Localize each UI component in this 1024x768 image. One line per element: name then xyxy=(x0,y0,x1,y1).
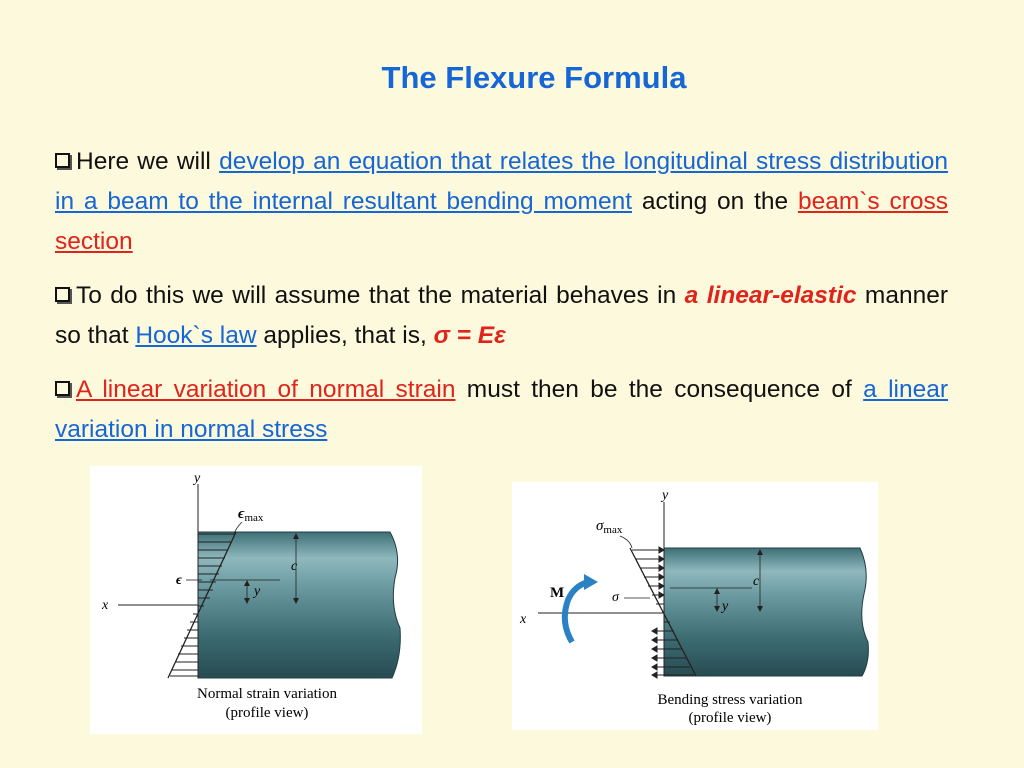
checkbox-bullet-icon xyxy=(55,153,70,168)
strain-diagram: y x ϵmax ϵ c y Normal strain variation (… xyxy=(101,471,401,721)
moment-arrow-icon xyxy=(561,579,589,644)
checkbox-bullet-icon xyxy=(55,287,70,302)
smax-leader xyxy=(619,535,633,549)
stress-line xyxy=(629,547,697,677)
x-axis-label: x xyxy=(519,612,527,627)
x-axis-label: x xyxy=(101,598,109,613)
stress-diagram: y x σmax σ M c y Bending stress variatio… xyxy=(519,488,869,726)
emax-label: ϵmax xyxy=(238,506,264,524)
y-dimension-label: y xyxy=(252,584,261,599)
s-label: σ xyxy=(612,590,620,605)
figure-strain-variation: y x ϵmax ϵ c y Normal strain variation (… xyxy=(90,466,422,734)
y-axis-label: y xyxy=(660,488,669,503)
strain-line xyxy=(167,531,237,679)
checkbox-bullet-icon xyxy=(55,381,70,396)
c-arrow-top xyxy=(757,549,763,555)
strain-hatch-lines xyxy=(170,533,234,677)
beam-body xyxy=(197,531,401,679)
bullet-1-text-a: Here we will xyxy=(76,148,220,175)
emax-leader xyxy=(233,521,243,535)
y-arrow-bottom xyxy=(714,606,720,612)
moment-label: M xyxy=(550,585,564,601)
slide-title: The Flexure Formula xyxy=(381,60,687,95)
bullet-1-link-cross-section[interactable]: beam`s cross section xyxy=(55,188,948,255)
bullet-2-emphasis-formula: σ = Eε xyxy=(433,322,506,349)
y-axis-label: y xyxy=(192,471,201,486)
bullet-2-link-hooks-law[interactable]: Hook`s law xyxy=(135,322,257,349)
bullet-list: Here we will develop an equation that re… xyxy=(55,142,948,464)
y-arrow-top xyxy=(244,580,250,586)
moment-arrowhead xyxy=(584,574,598,590)
bullet-2: To do this we will assume that the mater… xyxy=(55,276,948,356)
bullet-2-text-c: applies, that is, xyxy=(256,322,434,349)
figure-stress-variation: y x σmax σ M c y Bending stress variatio… xyxy=(512,482,878,730)
beam-body xyxy=(663,547,869,677)
y-arrow-bottom xyxy=(244,598,250,604)
fig2-caption-line2: (profile view) xyxy=(689,710,772,726)
bullet-3-link-strain[interactable]: A linear variation of normal strain xyxy=(76,376,456,403)
e-label: ϵ xyxy=(176,573,183,588)
bullet-3: A linear variation of normal strain must… xyxy=(55,370,948,450)
bullet-3-text-a: must then be the consequence of xyxy=(455,376,864,403)
fig1-caption-line2: (profile view) xyxy=(226,705,309,721)
fig2-caption-line1: Bending stress variation xyxy=(658,692,803,708)
c-arrow-bottom xyxy=(293,598,299,604)
bullet-2-emphasis-linear-elastic: a linear-elastic xyxy=(684,282,857,309)
bullet-1-text-b: acting on the xyxy=(632,188,798,215)
c-label: c xyxy=(291,559,298,574)
c-arrow-bottom xyxy=(757,606,763,612)
bullet-3-link-stress[interactable]: a linear variation in normal stress xyxy=(55,376,949,443)
bullet-2-text-b: manner so that xyxy=(55,282,948,349)
c-arrow-top xyxy=(293,533,299,539)
smax-label: σmax xyxy=(596,518,623,536)
bullet-2-text-a: To do this we will assume that the mater… xyxy=(76,282,685,309)
c-label: c xyxy=(753,574,760,589)
y-dimension-label: y xyxy=(720,599,729,614)
bullet-1-link-equation[interactable]: develop an equation that relates the lon… xyxy=(55,148,948,215)
fig1-caption-line1: Normal strain variation xyxy=(197,686,337,702)
y-arrow-top xyxy=(714,588,720,594)
bullet-1: Here we will develop an equation that re… xyxy=(55,142,948,262)
